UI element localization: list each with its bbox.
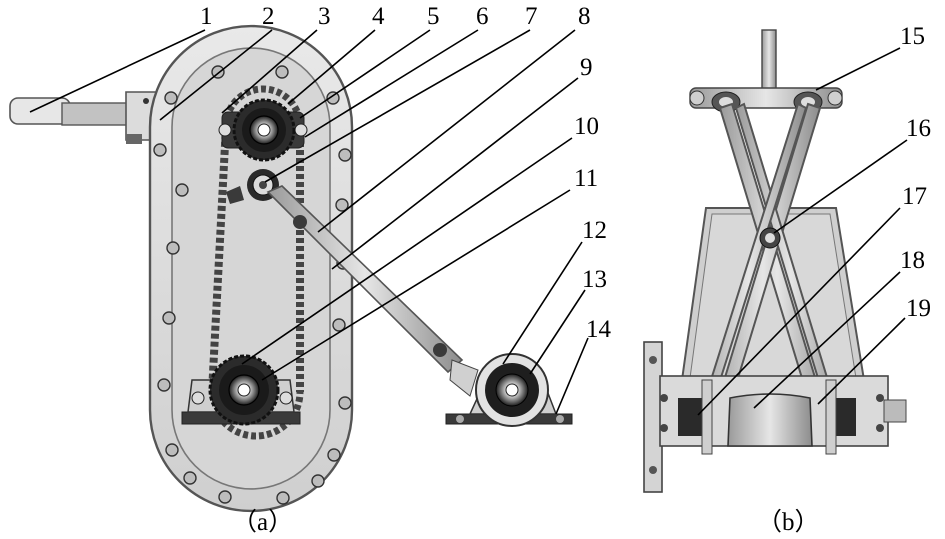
leader-lines bbox=[29, 29, 908, 416]
lower-sprocket bbox=[181, 354, 301, 426]
label-12: 12 bbox=[582, 217, 607, 244]
label-4: 4 bbox=[372, 3, 385, 30]
base-assembly bbox=[643, 341, 907, 493]
part-labels-b: 15 16 17 18 19 bbox=[900, 23, 931, 322]
label-16: 16 bbox=[906, 115, 931, 142]
figure-b bbox=[643, 29, 907, 493]
label-13: 13 bbox=[582, 266, 607, 293]
part-labels-a: 1 2 3 4 5 6 7 8 9 10 11 12 13 14 bbox=[200, 3, 612, 343]
label-10: 10 bbox=[574, 113, 599, 140]
label-2: 2 bbox=[262, 3, 275, 30]
label-5: 5 bbox=[427, 3, 440, 30]
label-1: 1 bbox=[200, 3, 213, 30]
label-17: 17 bbox=[902, 183, 927, 210]
label-15: 15 bbox=[900, 23, 925, 50]
label-9: 9 bbox=[580, 54, 593, 81]
label-3: 3 bbox=[318, 3, 331, 30]
t-handle bbox=[689, 29, 843, 113]
label-8: 8 bbox=[578, 3, 591, 30]
label-7: 7 bbox=[525, 3, 538, 30]
caption-b: （b） bbox=[757, 508, 820, 536]
housing-bolts bbox=[153, 65, 352, 505]
label-19: 19 bbox=[906, 295, 931, 322]
label-14: 14 bbox=[586, 316, 612, 343]
label-11: 11 bbox=[574, 165, 598, 192]
figure-a bbox=[9, 24, 573, 513]
label-18: 18 bbox=[900, 247, 925, 274]
pillow-block-bearing bbox=[445, 353, 573, 427]
caption-a: （a） bbox=[232, 508, 293, 536]
upper-sprocket bbox=[218, 98, 308, 162]
label-6: 6 bbox=[476, 3, 489, 30]
